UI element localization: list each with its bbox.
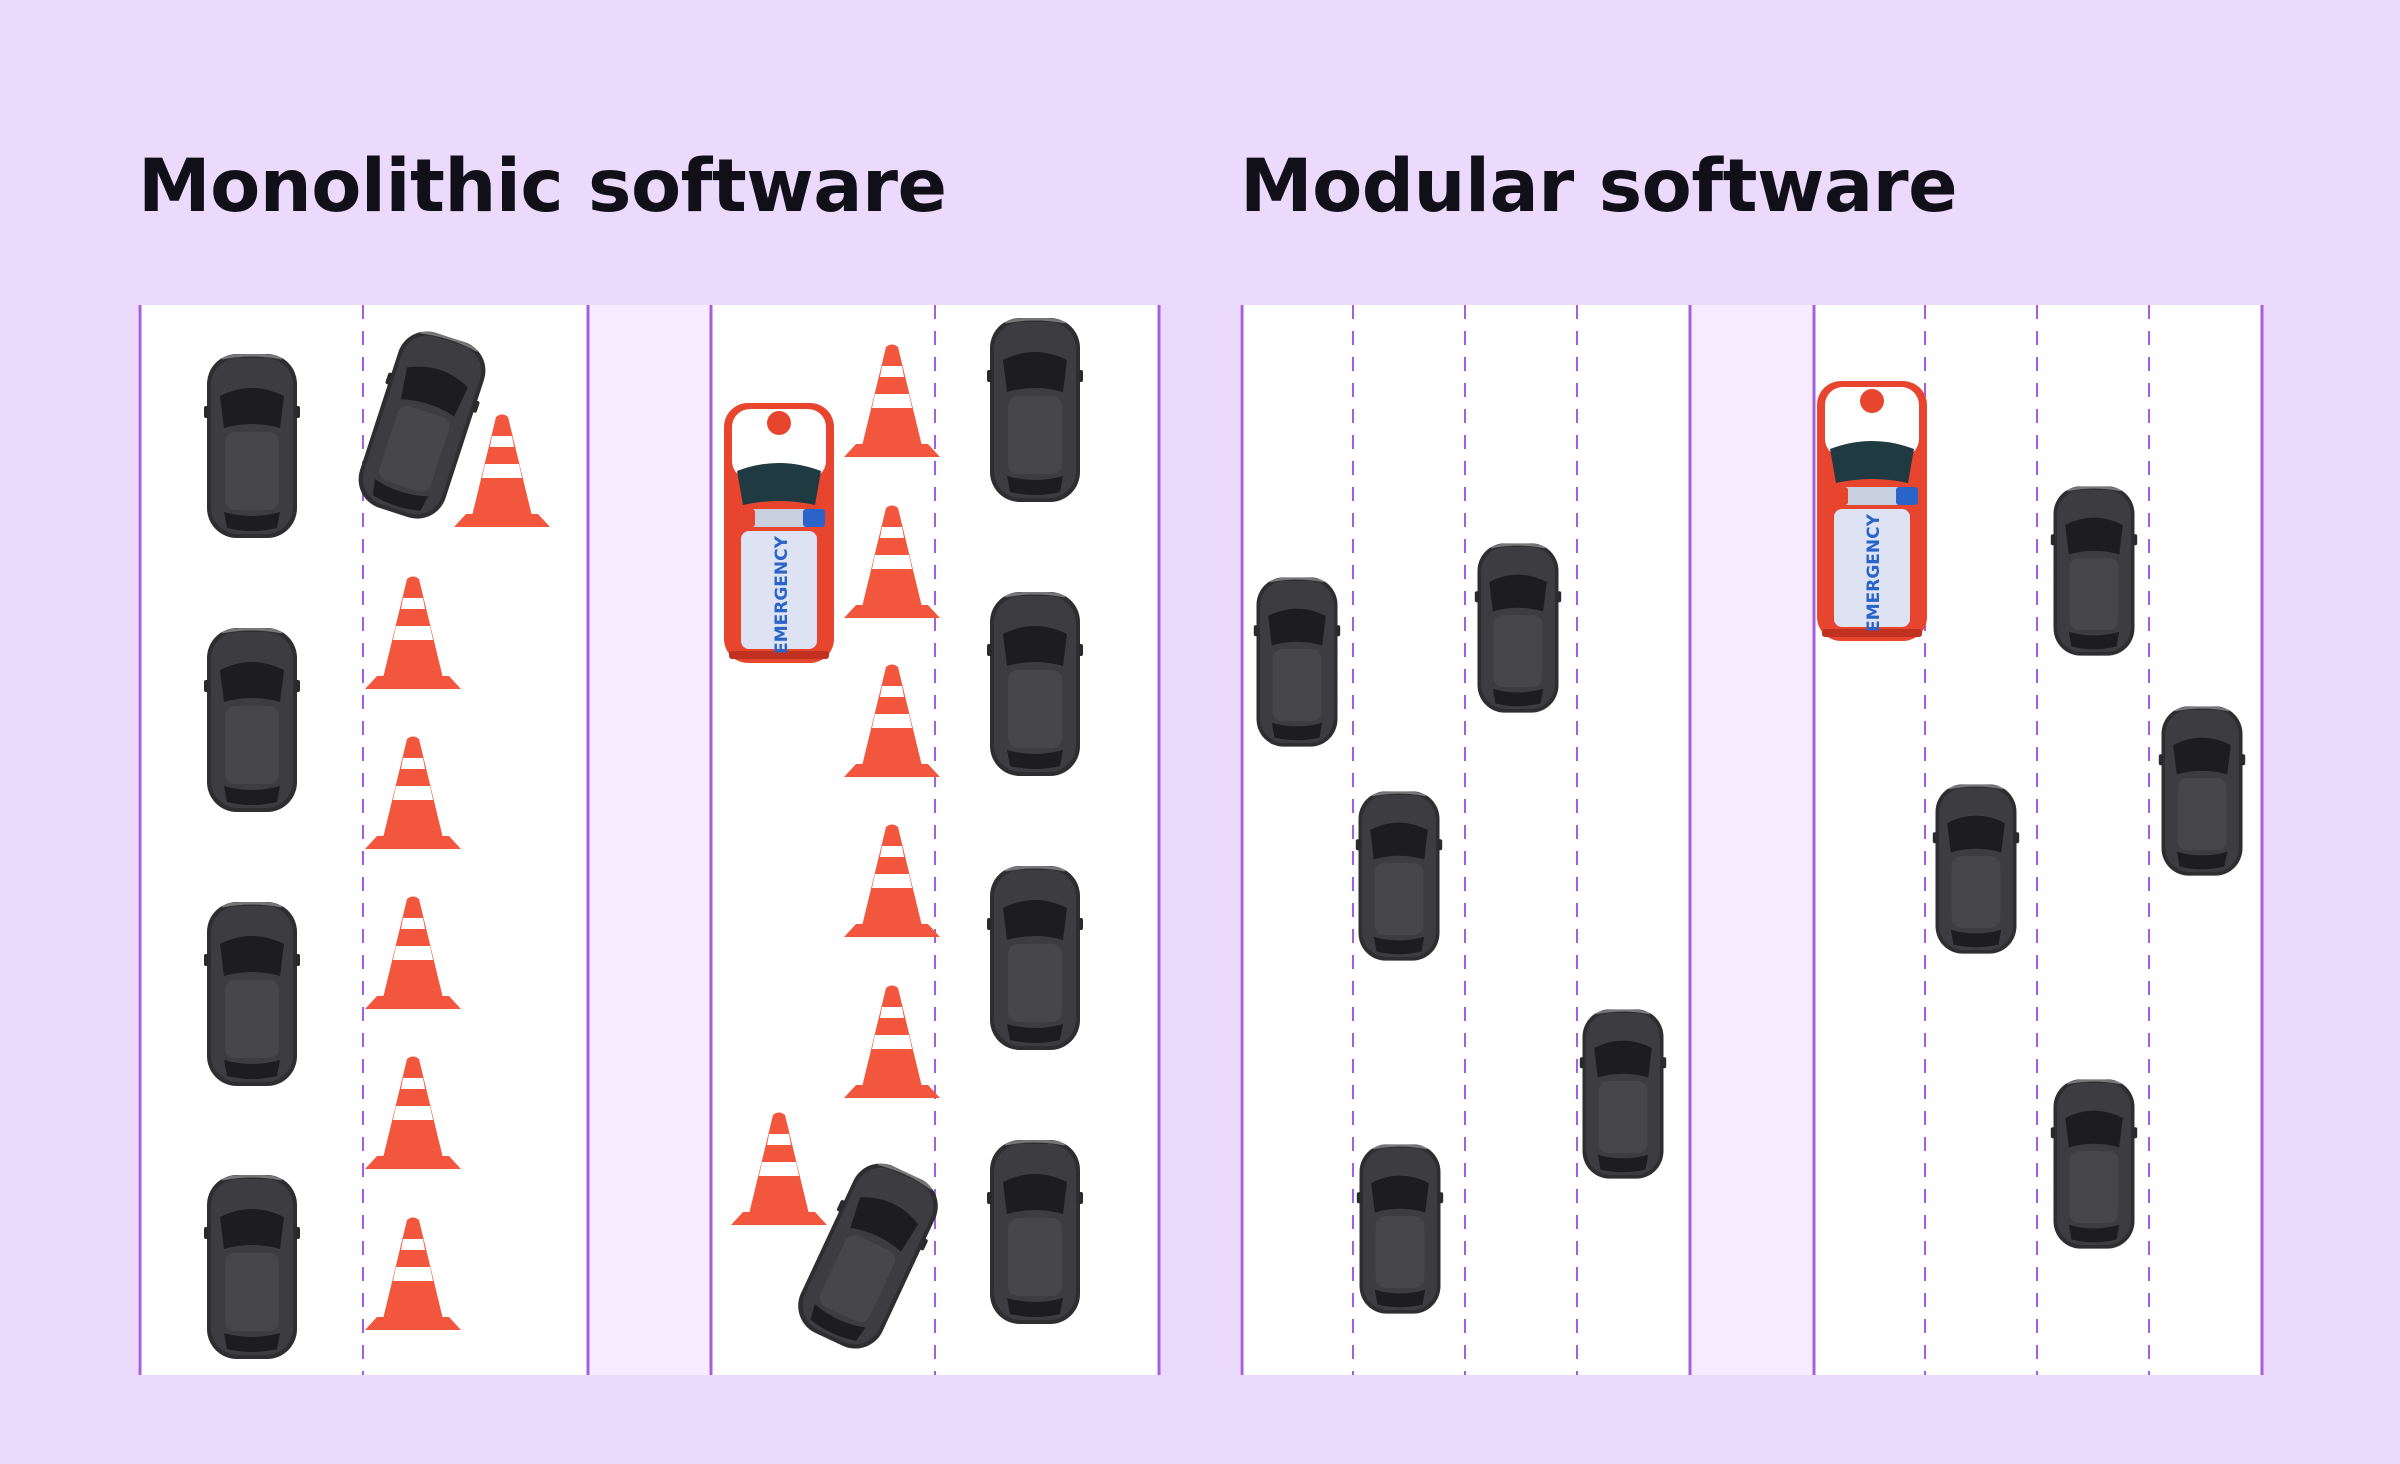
- monolithic-title: Monolithic software: [138, 144, 947, 229]
- ambulance-label: EMERGENCY: [1864, 513, 1884, 632]
- car: [1252, 575, 1342, 749]
- car: [985, 316, 1085, 504]
- car: [202, 626, 302, 814]
- car: [1578, 1007, 1668, 1181]
- car: [1931, 782, 2021, 956]
- car: [985, 864, 1085, 1052]
- car: [1354, 789, 1444, 963]
- car: [985, 590, 1085, 778]
- car: [202, 900, 302, 1088]
- modular-title: Modular software: [1240, 144, 1958, 229]
- car: [1473, 541, 1563, 715]
- car: [2049, 484, 2139, 658]
- car: [985, 1138, 1085, 1326]
- ambulance-label: EMERGENCY: [772, 535, 792, 654]
- car: [202, 352, 302, 540]
- car: [1355, 1142, 1445, 1316]
- car: [2157, 704, 2247, 878]
- car: [202, 1173, 302, 1361]
- car: [2049, 1077, 2139, 1251]
